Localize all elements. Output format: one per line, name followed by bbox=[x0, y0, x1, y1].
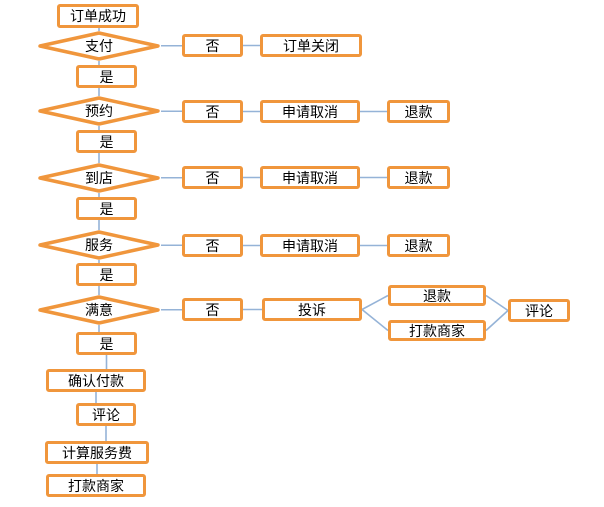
node-no3: 否 bbox=[182, 166, 243, 189]
node-label: 计算服务费 bbox=[62, 444, 132, 461]
node-pay: 支付 bbox=[37, 31, 161, 61]
node-label: 退款 bbox=[423, 287, 451, 304]
diamond-shape bbox=[38, 230, 160, 260]
node-label: 否 bbox=[205, 103, 220, 120]
edge-refund-branch-to-comment-branch bbox=[485, 294, 509, 312]
node-label: 投诉 bbox=[298, 301, 326, 318]
node-refund-branch: 退款 bbox=[388, 285, 486, 306]
node-label: 评论 bbox=[525, 302, 553, 319]
node-label: 是 bbox=[99, 266, 114, 283]
node-no1: 否 bbox=[182, 34, 243, 57]
diamond-shape bbox=[38, 31, 160, 61]
node-label: 退款 bbox=[404, 237, 433, 254]
node-no2: 否 bbox=[182, 100, 243, 123]
node-booking: 预约 bbox=[37, 96, 161, 126]
node-label: 评论 bbox=[92, 406, 120, 423]
edge-complaint-to-refund-branch bbox=[361, 294, 389, 311]
node-label: 否 bbox=[205, 169, 220, 186]
node-label: 打款商家 bbox=[409, 322, 465, 339]
edge-complaint-to-pay-merchant-branch bbox=[361, 308, 389, 332]
node-arrive: 到店 bbox=[37, 163, 161, 193]
node-calc-fee: 计算服务费 bbox=[45, 441, 149, 464]
node-confirm-payment: 确认付款 bbox=[46, 369, 146, 392]
node-label: 申请取消 bbox=[282, 237, 338, 254]
node-order-closed: 订单关闭 bbox=[260, 34, 362, 57]
node-label: 否 bbox=[205, 237, 220, 254]
node-label: 满意 bbox=[85, 302, 113, 318]
node-pay-merchant: 打款商家 bbox=[46, 474, 146, 497]
node-refund2: 退款 bbox=[387, 100, 450, 123]
node-label: 否 bbox=[205, 37, 220, 54]
node-label: 支付 bbox=[85, 38, 113, 54]
node-pay-merchant-branch: 打款商家 bbox=[388, 320, 486, 341]
node-refund4: 退款 bbox=[387, 234, 450, 257]
node-label: 是 bbox=[99, 335, 114, 352]
node-service: 服务 bbox=[37, 230, 161, 260]
node-label: 是 bbox=[99, 133, 114, 150]
node-label: 退款 bbox=[404, 103, 433, 120]
node-label: 预约 bbox=[85, 103, 113, 119]
node-yes3: 是 bbox=[76, 197, 137, 220]
node-yes2: 是 bbox=[76, 130, 137, 153]
node-yes4: 是 bbox=[76, 263, 137, 286]
node-label: 订单关闭 bbox=[283, 37, 339, 54]
node-order-success: 订单成功 bbox=[57, 4, 139, 28]
node-satisfied: 满意 bbox=[37, 295, 161, 325]
edge-pay-merchant-branch-to-comment-branch bbox=[485, 309, 509, 332]
node-no5: 否 bbox=[182, 298, 243, 321]
diamond-shape bbox=[38, 295, 160, 325]
node-label: 申请取消 bbox=[282, 103, 338, 120]
node-label: 是 bbox=[99, 200, 114, 217]
node-label: 订单成功 bbox=[70, 8, 126, 24]
node-yes1: 是 bbox=[76, 65, 137, 88]
node-label: 退款 bbox=[404, 169, 433, 186]
node-cancel3: 申请取消 bbox=[260, 166, 360, 189]
node-refund3: 退款 bbox=[387, 166, 450, 189]
node-label: 服务 bbox=[85, 237, 113, 253]
node-label: 打款商家 bbox=[68, 477, 124, 494]
node-comment-branch: 评论 bbox=[508, 299, 570, 322]
node-no4: 否 bbox=[182, 234, 243, 257]
diamond-shape bbox=[38, 163, 160, 193]
node-cancel4: 申请取消 bbox=[260, 234, 360, 257]
diamond-shape bbox=[38, 96, 160, 126]
node-label: 申请取消 bbox=[282, 169, 338, 186]
node-yes5: 是 bbox=[76, 332, 137, 355]
node-label: 是 bbox=[99, 68, 114, 85]
node-label: 确认付款 bbox=[68, 372, 124, 389]
node-complaint: 投诉 bbox=[262, 298, 362, 321]
node-label: 否 bbox=[205, 301, 220, 318]
node-comment: 评论 bbox=[76, 403, 136, 426]
node-label: 到店 bbox=[85, 170, 113, 186]
node-cancel2: 申请取消 bbox=[260, 100, 360, 123]
